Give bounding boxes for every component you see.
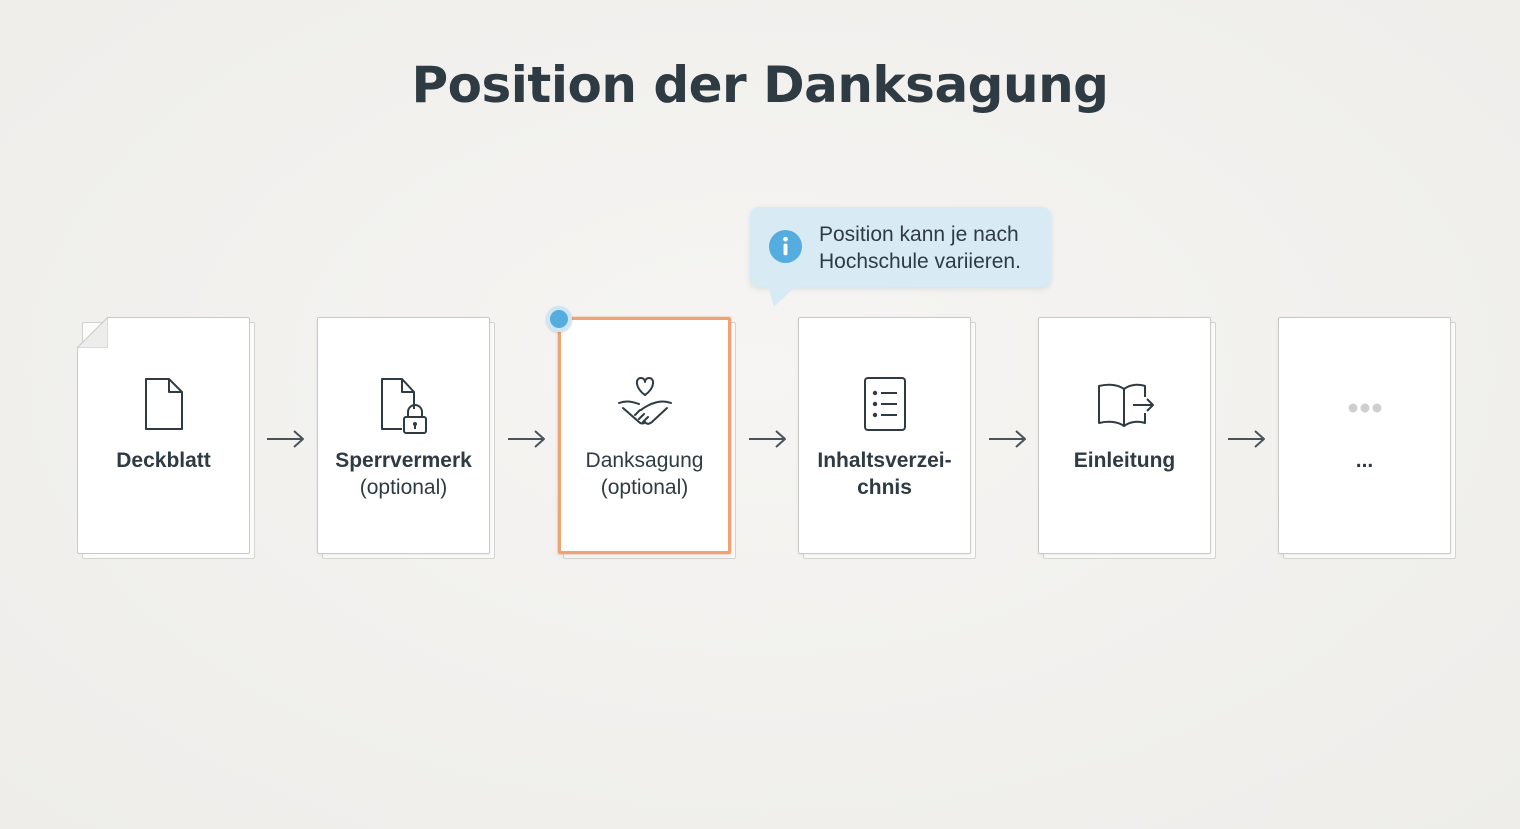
step-subtitle: chnis — [857, 476, 912, 499]
step-card-more[interactable]: ... — [1278, 317, 1456, 559]
handshake-heart-icon — [617, 377, 672, 425]
open-book-icon — [1097, 383, 1154, 427]
page-fold — [77, 317, 108, 348]
page-title: Position der Danksagung — [411, 56, 1109, 114]
step-title: Sperrvermerk — [335, 449, 472, 472]
arrow-right-icon — [749, 430, 786, 448]
arrow-right-icon — [508, 430, 545, 448]
step-subtitle: (optional) — [600, 476, 689, 499]
list-icon — [863, 377, 906, 431]
step-card-sperrvermerk[interactable]: Sperrvermerk (optional) — [317, 317, 495, 559]
info-icon — [768, 229, 803, 264]
position-marker — [546, 306, 572, 332]
step-card-inhaltsverzeichnis[interactable]: Inhaltsverzei- chnis — [798, 317, 976, 559]
step-subtitle: (optional) — [359, 476, 448, 499]
arrow-right-icon — [989, 430, 1026, 448]
ellipsis-icon — [1348, 403, 1381, 413]
step-title: Deckblatt — [116, 449, 211, 472]
step-card-deckblatt[interactable]: Deckblatt — [77, 317, 255, 559]
info-tooltip: Position kann je nach Hochschule variier… — [750, 207, 1051, 287]
tooltip-line-1: Position kann je nach — [819, 223, 1019, 246]
step-title: ... — [1355, 449, 1374, 472]
step-title: Einleitung — [1073, 449, 1176, 472]
step-title: Inhaltsverzei- — [817, 449, 952, 472]
step-title: Danksagung — [585, 449, 704, 472]
arrow-right-icon — [1228, 430, 1265, 448]
arrow-right-icon — [267, 430, 304, 448]
step-card-danksagung[interactable]: Danksagung (optional) — [558, 317, 736, 559]
locked-document-icon — [380, 378, 427, 434]
tooltip-tail — [768, 286, 796, 307]
step-card-einleitung[interactable]: Einleitung — [1038, 317, 1216, 559]
tooltip-line-2: Hochschule variieren. — [819, 250, 1021, 273]
document-icon — [144, 378, 183, 430]
